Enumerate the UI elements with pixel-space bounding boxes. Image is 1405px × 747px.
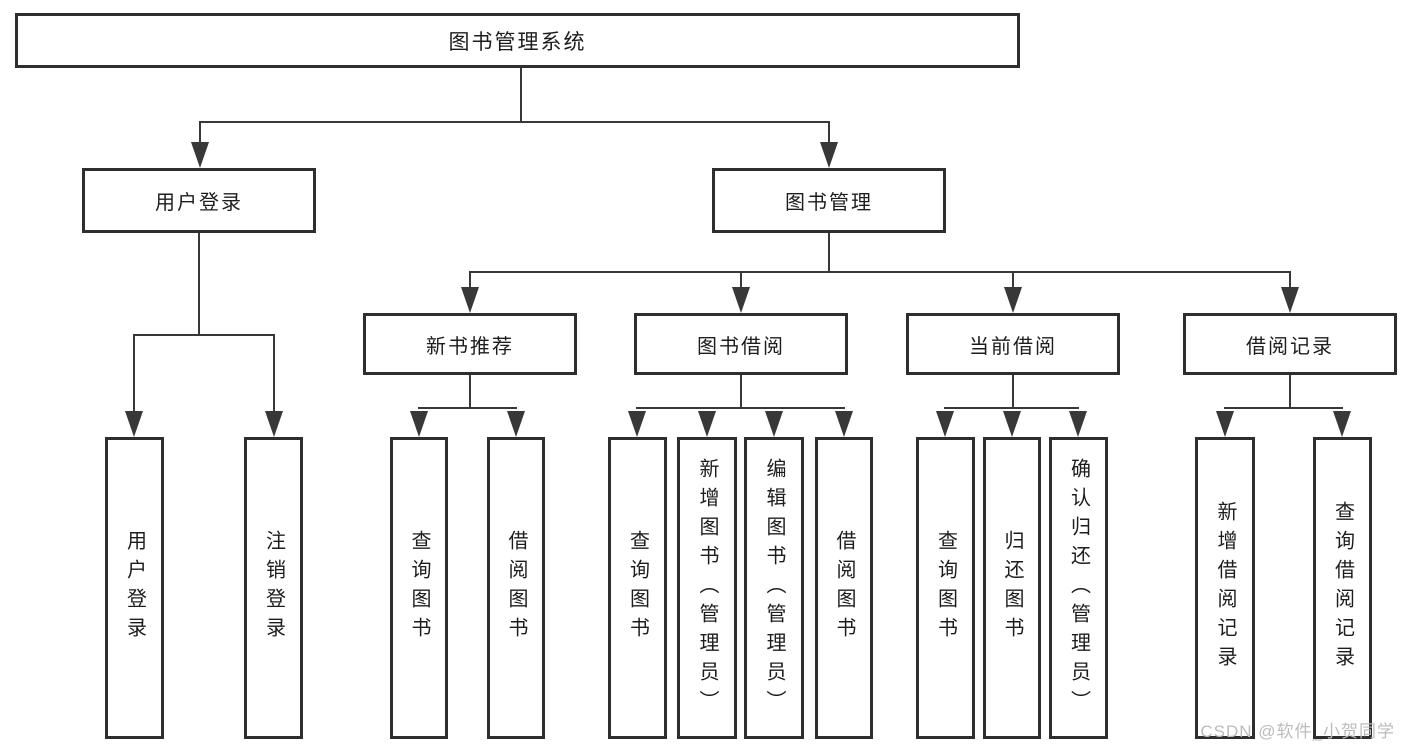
connector-line xyxy=(468,270,1292,274)
connector-line xyxy=(1223,406,1344,410)
connector-line xyxy=(1011,272,1015,290)
arrowhead-icon xyxy=(820,142,838,168)
leaf-query-books-borrowing: 查询图书 xyxy=(608,437,667,739)
leaf-borrow-books-borrowing: 借阅图书 xyxy=(815,437,873,739)
connector-line xyxy=(739,272,743,290)
connector-line xyxy=(417,406,518,410)
leaf-logout-login: 注销登录 xyxy=(244,437,303,739)
arrowhead-icon xyxy=(507,411,525,437)
arrowhead-icon xyxy=(410,411,428,437)
arrowhead-icon xyxy=(835,411,853,437)
arrowhead-icon xyxy=(698,411,716,437)
node-new-book-recommendation: 新书推荐 xyxy=(363,313,577,375)
arrowhead-icon xyxy=(1333,411,1351,437)
arrowhead-icon xyxy=(1069,411,1087,437)
connector-line xyxy=(827,122,831,148)
node-borrowing-records: 借阅记录 xyxy=(1183,313,1397,375)
arrowhead-icon xyxy=(1004,287,1022,313)
arrowhead-icon xyxy=(765,411,783,437)
connector-line xyxy=(1011,375,1015,408)
arrowhead-icon xyxy=(936,411,954,437)
connector-line xyxy=(468,375,472,408)
leaf-query-borrowing-record: 查询借阅记录 xyxy=(1313,437,1372,739)
leaf-confirm-return-admin: 确认归还（管理员） xyxy=(1049,437,1108,739)
csdn-watermark: CSDN @软件_小贺同学 xyxy=(1200,722,1395,741)
connector-line xyxy=(198,122,202,148)
arrowhead-icon xyxy=(1216,411,1234,437)
node-book-management: 图书管理 xyxy=(712,168,946,233)
arrowhead-icon xyxy=(628,411,646,437)
node-current-borrowing: 当前借阅 xyxy=(906,313,1120,375)
leaf-user-login: 用户登录 xyxy=(105,437,164,739)
connector-line xyxy=(132,335,136,414)
connector-line xyxy=(943,406,1080,410)
connector-line xyxy=(198,120,831,124)
arrowhead-icon xyxy=(732,287,750,313)
leaf-borrow-books-recommend: 借阅图书 xyxy=(487,437,545,739)
arrowhead-icon xyxy=(191,142,209,168)
leaf-return-books: 归还图书 xyxy=(983,437,1041,739)
arrowhead-icon xyxy=(265,411,283,437)
arrowhead-icon xyxy=(125,411,143,437)
arrowhead-icon xyxy=(1003,411,1021,437)
connector-line xyxy=(519,68,523,122)
node-library-system: 图书管理系统 xyxy=(15,13,1020,68)
connector-line xyxy=(827,233,831,272)
leaf-add-books-admin: 新增图书（管理员） xyxy=(677,437,737,739)
connector-line xyxy=(468,272,472,290)
connector-line xyxy=(739,375,743,408)
leaf-query-books-recommend: 查询图书 xyxy=(390,437,448,739)
leaf-edit-books-admin: 编辑图书（管理员） xyxy=(744,437,804,739)
connector-line xyxy=(272,335,276,414)
leaf-query-books-current: 查询图书 xyxy=(916,437,975,739)
leaf-add-borrowing-record: 新增借阅记录 xyxy=(1195,437,1255,739)
connector-line xyxy=(1288,375,1292,408)
node-user-login: 用户登录 xyxy=(82,168,316,233)
arrowhead-icon xyxy=(461,287,479,313)
arrowhead-icon xyxy=(1281,287,1299,313)
connector-line xyxy=(1288,272,1292,290)
connector-line xyxy=(132,333,276,337)
connector-line xyxy=(635,406,846,410)
node-book-borrowing: 图书借阅 xyxy=(634,313,848,375)
connector-line xyxy=(197,233,201,335)
